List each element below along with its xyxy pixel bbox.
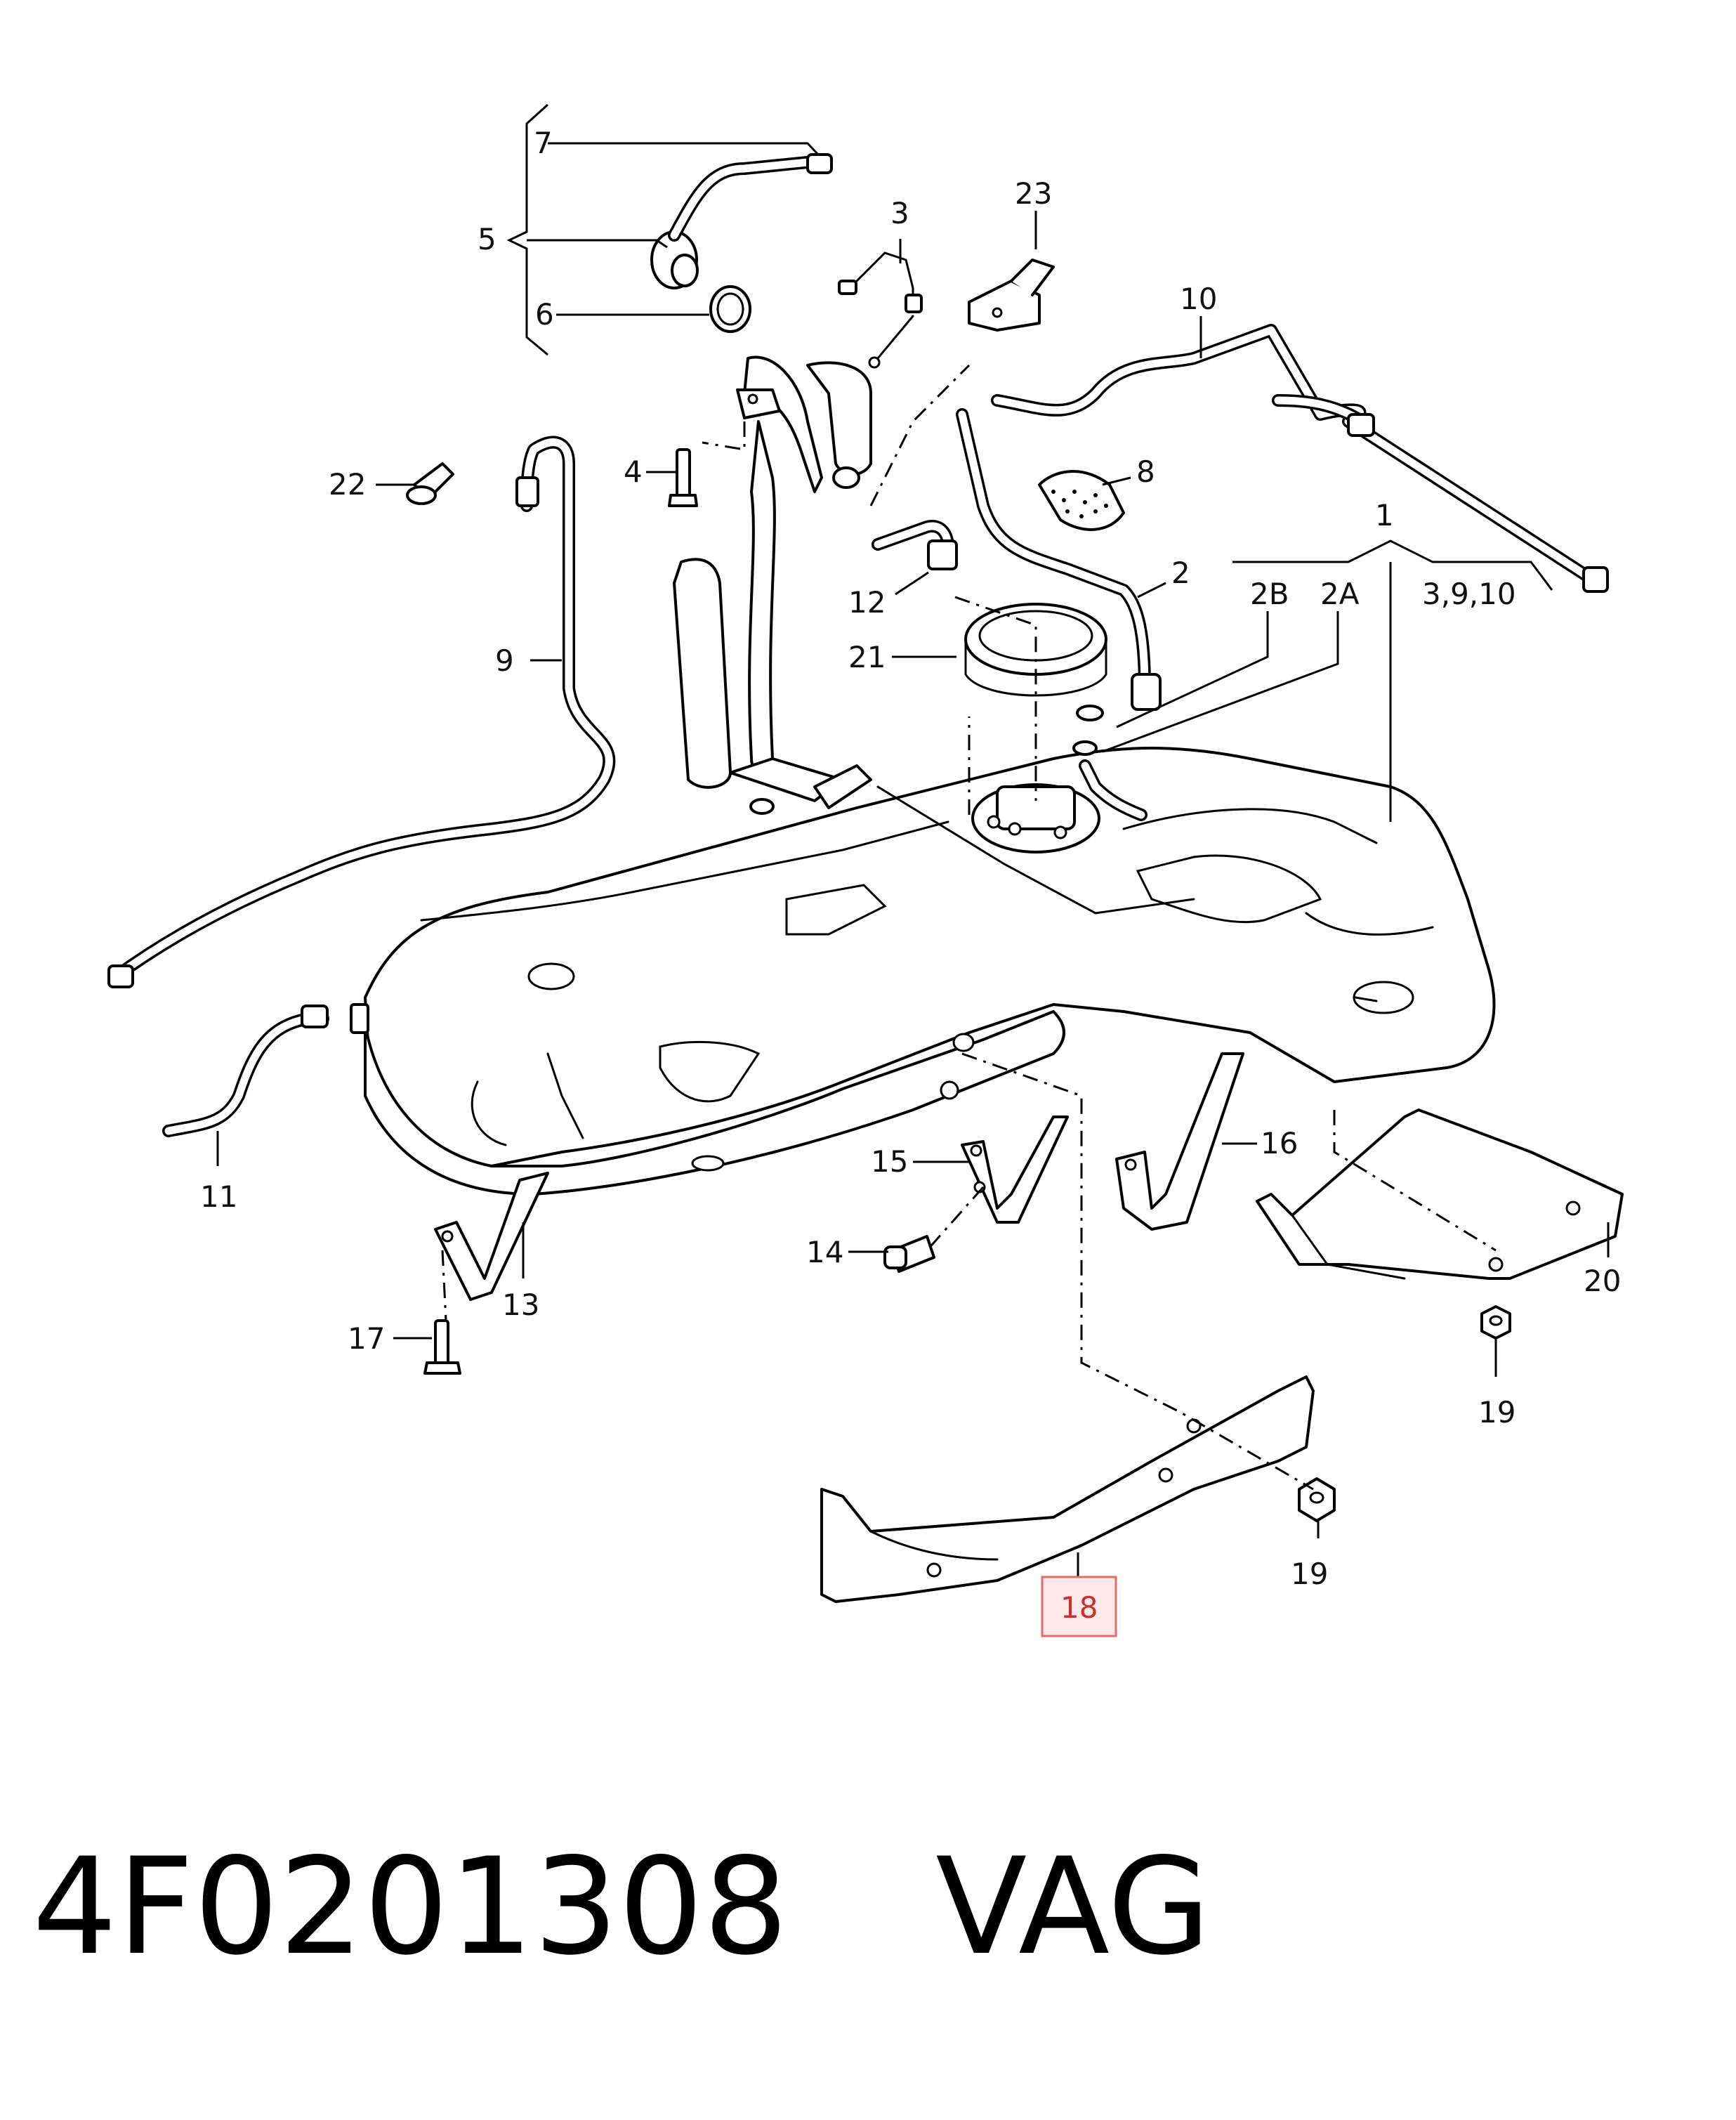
callouts: 7 5 6 3 23 10 22 4 8 1 2 2B 2A 3,9,10 12… [200, 126, 1621, 1625]
callout-16: 16 [1261, 1126, 1298, 1160]
pipe-9 [107, 436, 616, 988]
pipe-11 [162, 1005, 329, 1137]
callout-21: 21 [848, 640, 886, 674]
callout-9: 9 [495, 643, 514, 678]
callout-6: 6 [535, 297, 554, 332]
seal-2b [1076, 705, 1104, 721]
callout-19-upper: 19 [1478, 1395, 1515, 1429]
callout-20: 20 [1584, 1264, 1621, 1298]
callout-19-lower: 19 [1291, 1557, 1328, 1591]
sleeve-8 [1038, 470, 1125, 531]
breather-pipe [991, 324, 1609, 593]
bolt-14 [883, 1235, 935, 1273]
callout-17: 17 [348, 1321, 385, 1356]
callout-13: 13 [502, 1288, 539, 1322]
brand-name: VAG [935, 1829, 1211, 1984]
callout-5: 5 [478, 222, 497, 256]
callout-8: 8 [1136, 454, 1155, 489]
callout-22: 22 [329, 467, 366, 502]
callout-1: 1 [1375, 498, 1394, 532]
elbow-22 [406, 462, 454, 505]
callout-2a: 2A [1320, 577, 1360, 611]
fuel-cap [650, 153, 833, 333]
callout-3: 3 [890, 196, 909, 230]
nut-19-lower [1298, 1477, 1336, 1522]
callout-11: 11 [200, 1179, 237, 1214]
filler-neck [673, 355, 872, 815]
fuel-tank [350, 747, 1496, 1196]
sensor-wire [838, 251, 923, 369]
callout-4: 4 [624, 454, 643, 489]
nut-19-upper [1480, 1305, 1511, 1340]
bracket-23 [968, 259, 1055, 332]
part-number: 4F0201308 [32, 1829, 789, 1984]
shield-20 [1256, 1108, 1624, 1280]
strap-15 [961, 1115, 1069, 1224]
callout-14: 14 [806, 1235, 843, 1269]
callout-7: 7 [534, 126, 553, 160]
bolt-17 [423, 1319, 461, 1375]
seal-2a [1072, 740, 1098, 756]
hose-2 [956, 408, 1162, 711]
callout-15: 15 [871, 1144, 908, 1179]
bolt-4 [668, 448, 698, 507]
callout-10: 10 [1180, 282, 1217, 316]
callout-2b: 2B [1250, 577, 1289, 611]
strap-16 [1115, 1052, 1244, 1231]
callout-3-9-10: 3,9,10 [1422, 577, 1516, 611]
callout-2: 2 [1171, 556, 1190, 590]
connector-12 [872, 520, 958, 570]
shield-18[interactable] [820, 1375, 1315, 1603]
callout-23: 23 [1015, 176, 1052, 211]
alignment-lines [441, 364, 1497, 1491]
leader-lines [216, 103, 1610, 1577]
callout-18-highlight [1041, 1576, 1117, 1637]
callout-18[interactable]: 18 [1060, 1590, 1098, 1625]
strap-13 [434, 1172, 549, 1301]
callout-12: 12 [848, 585, 886, 620]
